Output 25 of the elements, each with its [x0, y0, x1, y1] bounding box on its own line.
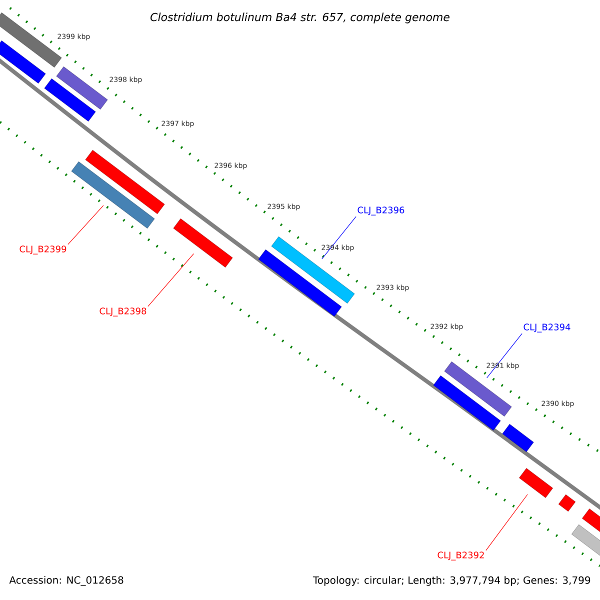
gene-label: CLJ_B2398	[100, 308, 146, 316]
title: Clostridium botulinum Ba4 str. 657, complete genome	[150, 12, 450, 24]
leader-line	[68, 205, 104, 245]
gene-label: CLJ_B2394	[524, 324, 570, 332]
gene-label: CLJ_B2396	[358, 206, 404, 216]
gene-block	[44, 78, 96, 122]
footer-text: Topology: circular; Length: 3,977,794 bp; Genes: 3,799	[312, 576, 590, 586]
gene-block	[271, 236, 355, 304]
leader-line	[486, 494, 528, 551]
leader-line	[486, 333, 522, 378]
gene-label: CLJ_B2399	[20, 246, 66, 254]
gene-block	[502, 424, 534, 452]
gene-block	[0, 40, 46, 84]
gene-block	[558, 494, 576, 512]
gene-block	[56, 66, 108, 110]
gene-block	[258, 249, 342, 317]
gene-label: CLJ_B2392	[438, 552, 484, 560]
gene-block	[519, 468, 553, 498]
leader-line	[322, 216, 356, 260]
gene-block	[71, 161, 155, 229]
gene-block	[173, 218, 233, 268]
footer-text: Accession: NC_012658	[9, 576, 124, 586]
leader-line	[148, 253, 194, 307]
gene-block	[85, 150, 165, 214]
gene-block	[433, 376, 501, 431]
